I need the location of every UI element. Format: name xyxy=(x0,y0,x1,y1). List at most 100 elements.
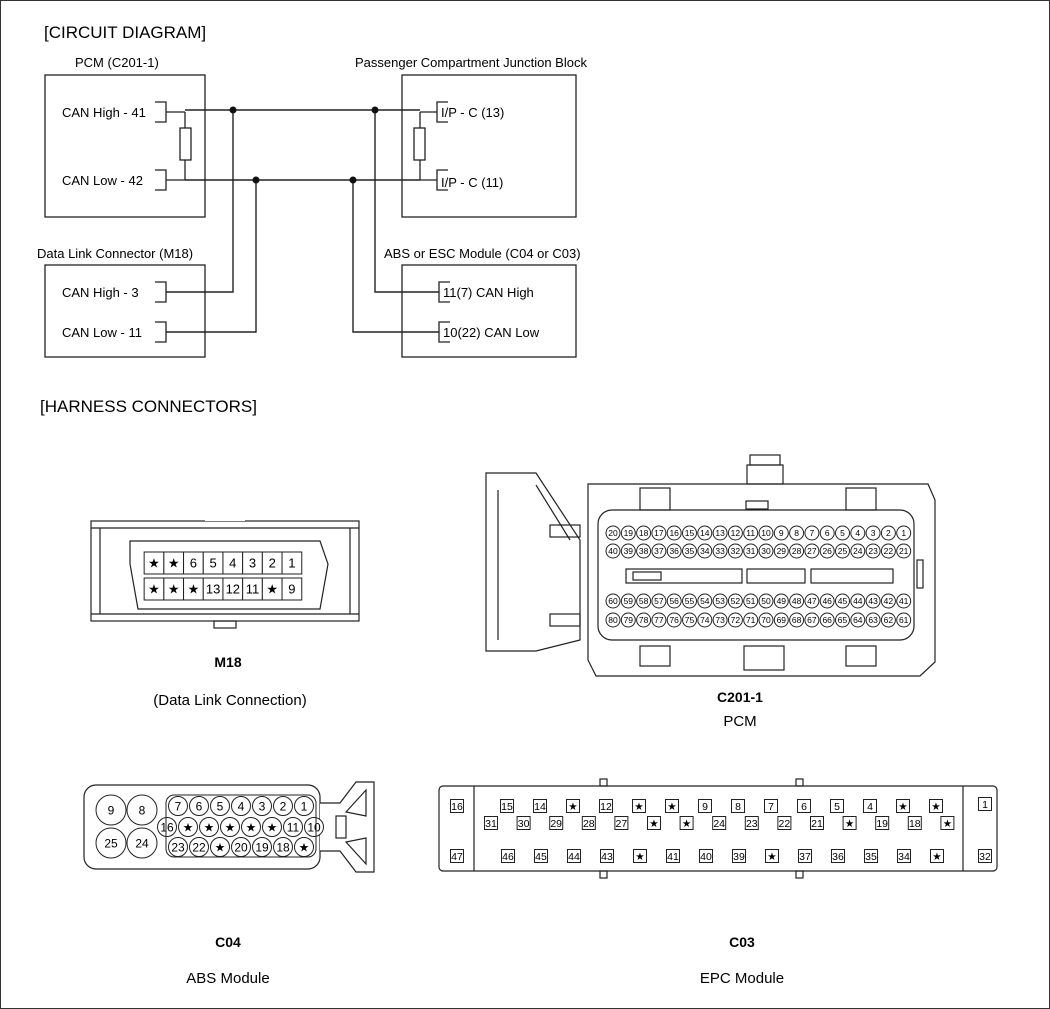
c201-pin: 78 xyxy=(636,612,652,628)
c201-pin: 65 xyxy=(835,612,850,628)
pin-label: 1 xyxy=(288,556,295,571)
pin-label: 63 xyxy=(868,615,878,625)
pin-label: 22 xyxy=(779,818,791,830)
pin-label: ★ xyxy=(148,582,160,597)
pin-label: ★ xyxy=(183,820,194,834)
c04-large-pin: 25 xyxy=(95,827,127,859)
c201-pin: 72 xyxy=(727,612,743,628)
pin-label: 3 xyxy=(871,528,876,538)
c201-pin: 18 xyxy=(636,525,652,541)
pin-label: 44 xyxy=(568,851,580,863)
pin-label: ★ xyxy=(568,801,577,813)
pin-label: 45 xyxy=(535,851,547,863)
pin-label: 45 xyxy=(838,596,848,606)
pin-label: 34 xyxy=(700,546,710,556)
c201-description: PCM xyxy=(723,713,756,730)
m18-pin: 2 xyxy=(261,551,283,575)
pin-label: 40 xyxy=(700,851,712,863)
pin-label: 12 xyxy=(600,801,612,813)
c201-pin: 21 xyxy=(896,543,912,559)
pin-label: ★ xyxy=(682,818,691,830)
pin-label: 10 xyxy=(307,820,321,834)
pin-label: ★ xyxy=(932,851,941,863)
pin-label: ★ xyxy=(898,801,907,813)
pin-label: 1 xyxy=(301,799,308,813)
pin-label: 46 xyxy=(502,851,514,863)
c201-pin: 64 xyxy=(850,612,866,628)
dlc-box xyxy=(44,264,206,358)
c03-pin: 19 xyxy=(875,816,890,830)
c201-pin: 7 xyxy=(804,525,820,541)
pin-label: 23 xyxy=(746,818,758,830)
c03-pin: ★ xyxy=(842,816,857,830)
c201-pin: 69 xyxy=(773,612,789,628)
c03-pin: 37 xyxy=(798,849,812,863)
c04-name: C04 xyxy=(215,934,241,950)
pin-label: 75 xyxy=(685,615,695,625)
c04-pin: 4 xyxy=(231,796,251,816)
c201-pin: 1 xyxy=(896,525,912,541)
dlc-pin-high: CAN High - 3 xyxy=(62,285,139,300)
c201-pin: 31 xyxy=(743,543,759,559)
c201-name: C201-1 xyxy=(717,689,763,705)
c03-pin: 39 xyxy=(732,849,746,863)
c03-pin: 21 xyxy=(810,816,824,830)
c201-pin: 25 xyxy=(835,543,850,559)
pin-label: 64 xyxy=(853,615,863,625)
c201-pin: 5 xyxy=(835,525,850,541)
pin-label: 2 xyxy=(269,556,276,571)
pin-label: 28 xyxy=(583,818,595,830)
pin-label: 80 xyxy=(608,615,618,625)
pin-label: 73 xyxy=(715,615,725,625)
pin-label: 53 xyxy=(715,596,725,606)
circuit-diagram-heading: [CIRCUIT DIAGRAM] xyxy=(44,23,206,42)
pin-label: 27 xyxy=(616,818,628,830)
pin-label: 5 xyxy=(840,528,845,538)
pin-label: 67 xyxy=(807,615,817,625)
abs-pin-low: 10(22) CAN Low xyxy=(443,325,540,340)
c201-pin: 37 xyxy=(651,543,667,559)
c03-pin: 41 xyxy=(666,849,680,863)
pin-label: 1 xyxy=(901,528,906,538)
pin-label: 23 xyxy=(868,546,878,556)
pin-label: 6 xyxy=(190,556,197,571)
m18-pin: 6 xyxy=(183,551,204,575)
pin-label: 52 xyxy=(731,596,741,606)
c03-pin: 32 xyxy=(978,849,992,863)
pin-label: 79 xyxy=(624,615,634,625)
c201-pin: 4 xyxy=(850,525,866,541)
c03-pin: ★ xyxy=(940,816,955,830)
c03-pin: 46 xyxy=(501,849,515,863)
pin-label: 20 xyxy=(608,528,618,538)
pin-label: 43 xyxy=(601,851,613,863)
c04-pin: ★ xyxy=(178,817,198,837)
pin-label: ★ xyxy=(246,820,257,834)
pin-label: ★ xyxy=(931,801,940,813)
wire-junction-dots xyxy=(229,106,379,184)
c201-pin: 59 xyxy=(620,593,636,609)
pin-label: ★ xyxy=(634,801,643,813)
m18-name: M18 xyxy=(214,654,241,670)
pin-label: 6 xyxy=(801,801,807,813)
pin-label: 7 xyxy=(175,799,182,813)
pin-label: 13 xyxy=(715,528,725,538)
c03-pin: 1 xyxy=(978,797,992,811)
pin-label: 7 xyxy=(768,801,774,813)
c201-pin: 50 xyxy=(758,593,774,609)
pin-label: 3 xyxy=(259,799,266,813)
pin-label: 4 xyxy=(229,556,236,571)
c201-pin: 33 xyxy=(712,543,728,559)
m18-pin: 3 xyxy=(242,551,263,575)
pin-label: 36 xyxy=(669,546,679,556)
abs-title: ABS or ESC Module (C04 or C03) xyxy=(384,246,581,261)
pin-label: 17 xyxy=(654,528,664,538)
pin-label: 9 xyxy=(779,528,784,538)
pin-label: ★ xyxy=(767,851,776,863)
pin-label: 36 xyxy=(832,851,844,863)
pin-label: 9 xyxy=(108,803,115,817)
c201-pin: 23 xyxy=(865,543,881,559)
c201-pin: 15 xyxy=(682,525,697,541)
pin-label: 18 xyxy=(639,528,649,538)
pin-label: 24 xyxy=(135,836,149,850)
